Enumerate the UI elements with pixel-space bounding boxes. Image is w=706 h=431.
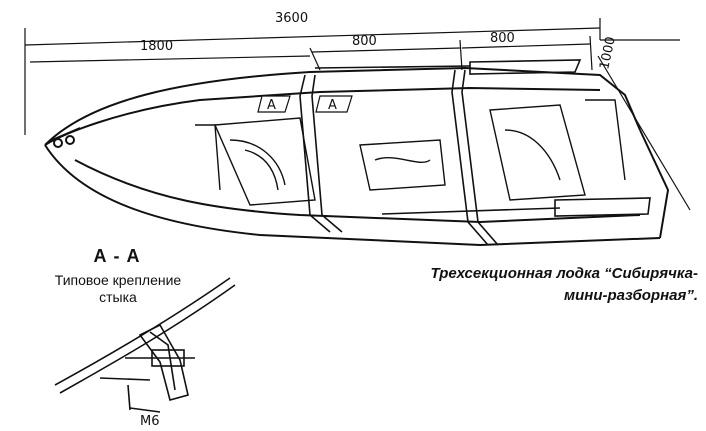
- bolt-label: М6: [140, 414, 160, 429]
- dim-section-bow: 1800: [140, 39, 173, 54]
- section-view-subtitle-line2: стыка: [99, 289, 137, 305]
- section-view-subtitle-line1: Типовое крепление: [54, 272, 182, 288]
- caption-line1: Трехсекционная лодка “Сибирячка-: [430, 265, 698, 282]
- section-view-subtitle: Типовое крепление стыка: [28, 272, 208, 306]
- seats: [195, 99, 626, 206]
- section-markers: [257, 95, 353, 113]
- dim-width: 1000: [597, 35, 619, 70]
- section-marker-left: A: [267, 98, 276, 113]
- dimension-lines: [24, 18, 691, 211]
- section-marker-right: A: [328, 98, 337, 113]
- section-view-title: А - А: [93, 246, 141, 266]
- dim-section-stern: 800: [490, 31, 515, 46]
- joint-section-detail: [54, 277, 236, 413]
- boat-hull: [44, 66, 670, 247]
- section-joints: [299, 69, 499, 246]
- caption-line2: мини-разборная”.: [564, 287, 698, 304]
- dim-total-length: 3600: [275, 11, 308, 26]
- figure-caption: Трехсекционная лодка “Сибирячка- мини-ра…: [372, 263, 698, 307]
- oars: [314, 59, 651, 217]
- dim-section-mid: 800: [352, 34, 377, 49]
